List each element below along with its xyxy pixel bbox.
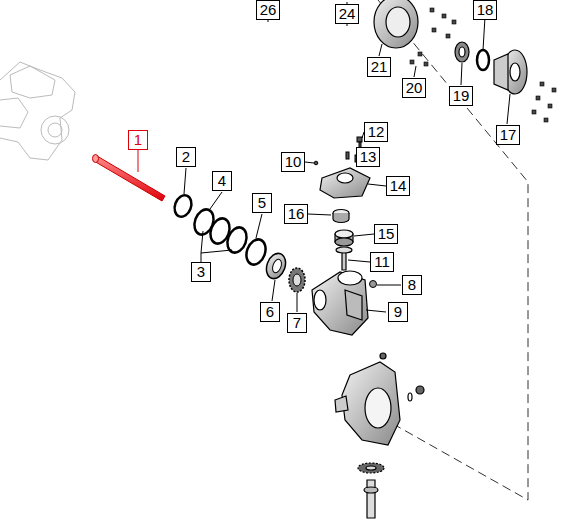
axle-housing: [0, 62, 75, 160]
callout-number: 6: [260, 302, 280, 322]
plug: [370, 281, 377, 288]
callout-number: 16: [284, 204, 309, 224]
callout-number: 18: [473, 0, 498, 20]
callout-number: 14: [386, 176, 411, 196]
drive-shaft: [358, 463, 384, 518]
callout-number: 15: [374, 224, 399, 244]
callout-number: 2: [176, 147, 196, 167]
knuckle-housing: [312, 271, 368, 335]
callout-number: 8: [402, 275, 422, 295]
leader-lines: [138, 2, 510, 312]
callout-number: 17: [496, 125, 521, 145]
callout-number: 20: [402, 78, 427, 98]
bearing: [263, 251, 289, 282]
kingpin-parts: [333, 210, 353, 271]
callout-number: 24: [335, 4, 360, 24]
callout-number: 12: [364, 122, 389, 142]
callout-number: 3: [191, 262, 211, 282]
group-boundary: [378, 0, 528, 500]
callout-number: 5: [252, 193, 272, 213]
callout-number: 7: [287, 313, 307, 333]
upper-cap: [320, 168, 370, 198]
pinion-gear: [289, 268, 305, 292]
callout-number: 21: [367, 57, 392, 77]
callout-number: 10: [281, 152, 306, 172]
callout-number: 1: [128, 130, 148, 150]
callout-number: 13: [356, 147, 381, 167]
hub-bolts: [410, 8, 556, 122]
callout-number: 11: [370, 252, 394, 272]
hub-assembly: [374, 0, 527, 94]
callout-number: 26: [256, 0, 281, 20]
callout-number: 9: [388, 302, 408, 322]
callout-number: 19: [449, 86, 474, 106]
callout-number: 4: [212, 171, 232, 191]
axle-shaft: [93, 155, 166, 202]
steering-knuckle: [335, 353, 424, 445]
